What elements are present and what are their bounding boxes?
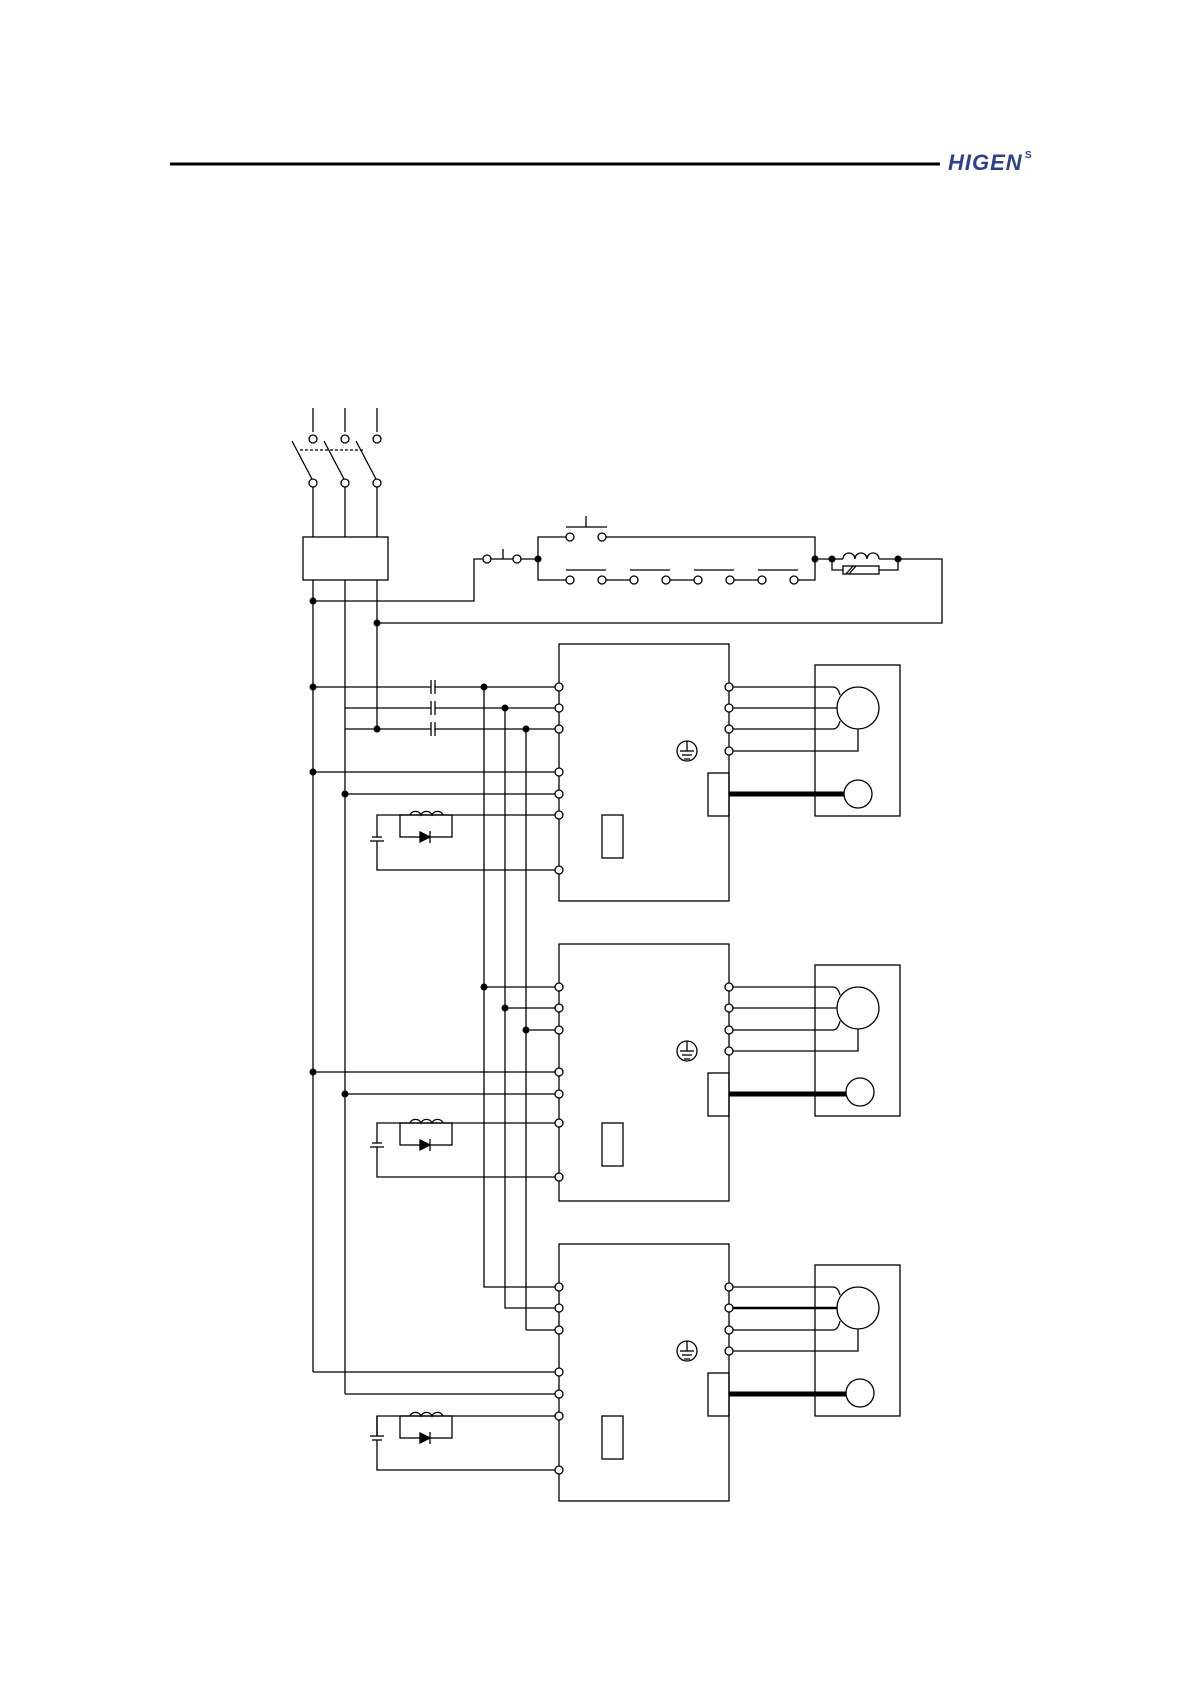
junction-dots [310,556,902,1098]
drive-1-terminals [555,683,733,874]
drive-2-terminals [555,983,733,1181]
servo-drive-2 [559,944,729,1201]
servo-motor-3 [729,1265,900,1416]
drive-3-display [602,1416,623,1459]
drive-1-display [602,815,623,858]
control-circuit [313,516,942,623]
servo-drive-3 [559,1244,729,1501]
servo-drive-1 [559,644,729,901]
drive-3-terminals [555,1283,733,1474]
contactor-box [303,537,388,580]
main-breaker [292,408,381,537]
brand-name: HIGEN [948,150,1023,175]
drive-2-display [602,1123,623,1166]
brand-logo: HIGEN S [948,150,1032,175]
drive-2-input-wiring [313,987,729,1177]
servo-motor-1 [729,665,900,816]
drive-3-input-wiring [313,687,729,1470]
drive-1-input-wiring [313,680,729,870]
servo-motor-2 [729,965,900,1116]
brand-superscript: S [1025,150,1032,161]
power-bus [313,580,377,1394]
